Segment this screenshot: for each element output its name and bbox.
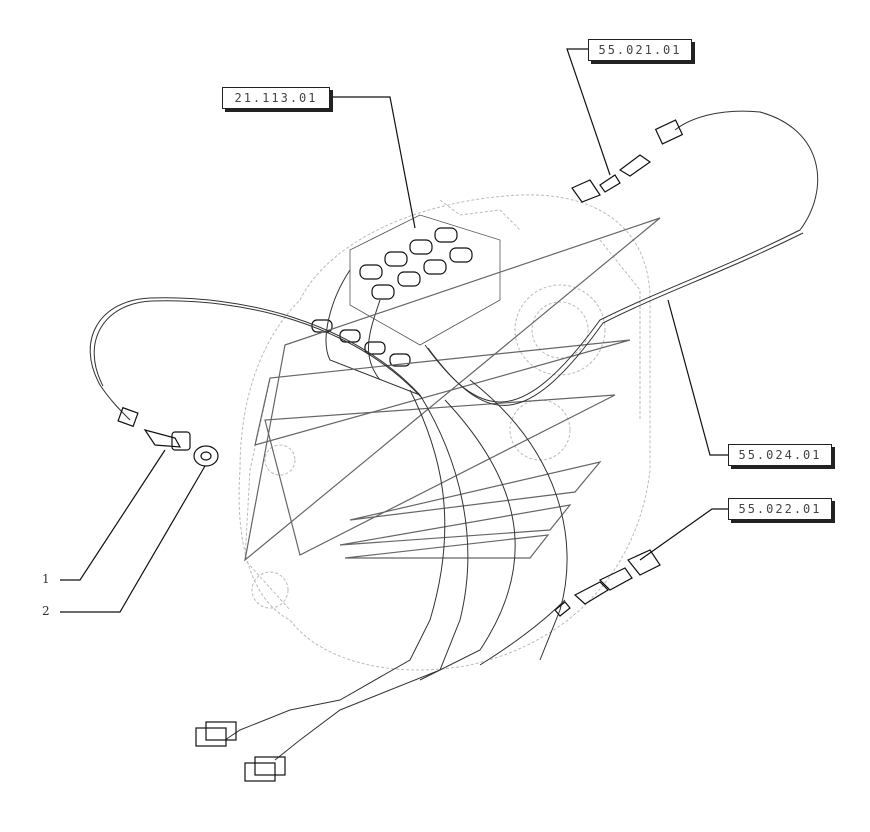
- washer: [193, 445, 219, 467]
- speed-sensor-right: [554, 549, 661, 617]
- valve-block: [311, 214, 501, 396]
- leader-lines: [60, 48, 728, 613]
- speed-sensor-top: [571, 119, 684, 203]
- logo-watermark: [244, 217, 661, 562]
- harness-connectors: [195, 721, 286, 782]
- reference-55-021-01[interactable]: 55.021.01: [588, 39, 695, 64]
- reference-21-113-01[interactable]: 21.113.01: [222, 87, 333, 112]
- reference-55-022-01[interactable]: 55.022.01: [728, 498, 835, 523]
- reference-55-024-01[interactable]: 55.024.01: [728, 444, 835, 469]
- speed-sensor-left: [89, 297, 423, 451]
- callout-2[interactable]: 2: [42, 604, 50, 618]
- callout-1[interactable]: 1: [42, 572, 50, 586]
- wiring-harness: [224, 110, 819, 761]
